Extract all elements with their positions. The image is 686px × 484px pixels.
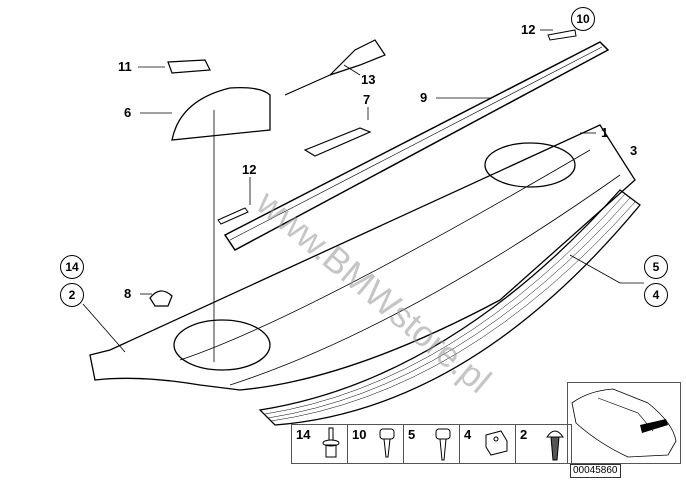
car-icon [571, 388, 677, 458]
callout-9: 9 [420, 90, 428, 105]
clip-nut-icon [485, 430, 508, 456]
callout-7: 7 [363, 92, 371, 107]
callout-12b: 12 [242, 162, 257, 177]
callout-13: 13 [361, 72, 376, 87]
callout-14: 14 [60, 255, 84, 279]
callout-3: 3 [630, 143, 638, 158]
callout-10: 10 [571, 7, 595, 31]
fastener-cell: 14 [292, 425, 348, 463]
fastener-cell: 10 [348, 425, 404, 463]
fastener-cell: 4 [460, 425, 516, 463]
callout-8: 8 [124, 286, 132, 301]
screw-icon [435, 428, 451, 461]
fastener-number: 10 [352, 427, 367, 442]
callout-5: 5 [644, 255, 668, 279]
fastener-cell: 2 [516, 425, 571, 463]
fastener-number: 4 [464, 427, 472, 442]
fastener-number: 5 [408, 427, 416, 442]
fastener-number: 14 [296, 427, 311, 442]
callout-1: 1 [601, 125, 609, 140]
diagram-code: 00045860 [570, 464, 621, 478]
callout-2: 2 [60, 283, 84, 307]
callout-6: 6 [124, 105, 132, 120]
fastener-number: 2 [520, 427, 528, 442]
callout-12: 12 [521, 22, 536, 37]
callout-4: 4 [644, 283, 668, 307]
callout-11: 11 [118, 59, 132, 74]
rivet-icon [322, 427, 340, 458]
fastener-strip: 14 10 5 4 2 [291, 424, 572, 464]
car-thumbnail [567, 382, 681, 464]
fastener-cell: 5 [404, 425, 460, 463]
screw-icon [379, 428, 395, 458]
expanding-rivet-icon [546, 430, 564, 461]
